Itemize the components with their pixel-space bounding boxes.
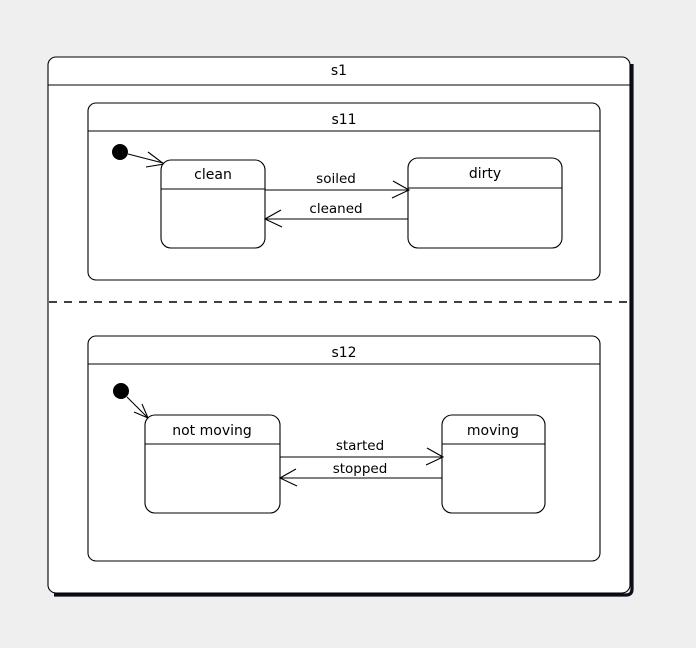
not-moving-label: not moving [172, 423, 252, 439]
state-not-moving[interactable]: not moving [144, 414, 281, 514]
transition-stopped[interactable]: stopped [278, 461, 442, 487]
clean-border [160, 159, 266, 249]
s12-title: s12 [331, 345, 356, 361]
state-dirty[interactable]: dirty [407, 157, 563, 249]
s11-border [87, 102, 601, 281]
dirty-background [408, 158, 562, 248]
started-arrowhead [425, 447, 445, 466]
moving-label: moving [467, 423, 519, 439]
cleaned-label: cleaned [309, 201, 362, 217]
initial-transition-s12-line [126, 396, 148, 418]
transition-cleaned[interactable]: cleaned [263, 201, 408, 228]
s1-border [47, 56, 631, 594]
soiled-arrowhead [391, 180, 411, 199]
s1-drop-shadow [54, 64, 634, 597]
state-clean[interactable]: clean [160, 159, 266, 249]
s12-border [87, 335, 601, 562]
dirty-border [407, 157, 563, 249]
stopped-arrowhead [278, 468, 298, 487]
s1-title: s1 [331, 63, 347, 79]
moving-border [441, 414, 546, 514]
region-1: s11 clean dirty [87, 102, 601, 281]
state-moving[interactable]: moving [441, 414, 546, 514]
initial-pseudostate-dot-icon [113, 383, 129, 399]
clean-label: clean [194, 167, 232, 183]
started-label: started [336, 438, 384, 454]
s11-title: s11 [331, 112, 356, 128]
dirty-label: dirty [469, 166, 501, 182]
cleaned-arrowhead [263, 209, 283, 228]
clean-background [161, 160, 265, 248]
initial-transition-s11-line [127, 153, 164, 164]
soiled-label: soiled [316, 171, 356, 187]
not-moving-border [144, 414, 281, 514]
transition-soiled[interactable]: soiled [265, 171, 411, 199]
initial-pseudostate-dot-icon [112, 144, 128, 160]
moving-background [442, 415, 545, 513]
transition-started[interactable]: started [280, 438, 445, 466]
stopped-label: stopped [333, 461, 388, 477]
region-2: s12 not moving moving [87, 335, 601, 562]
not-moving-background [145, 415, 280, 513]
